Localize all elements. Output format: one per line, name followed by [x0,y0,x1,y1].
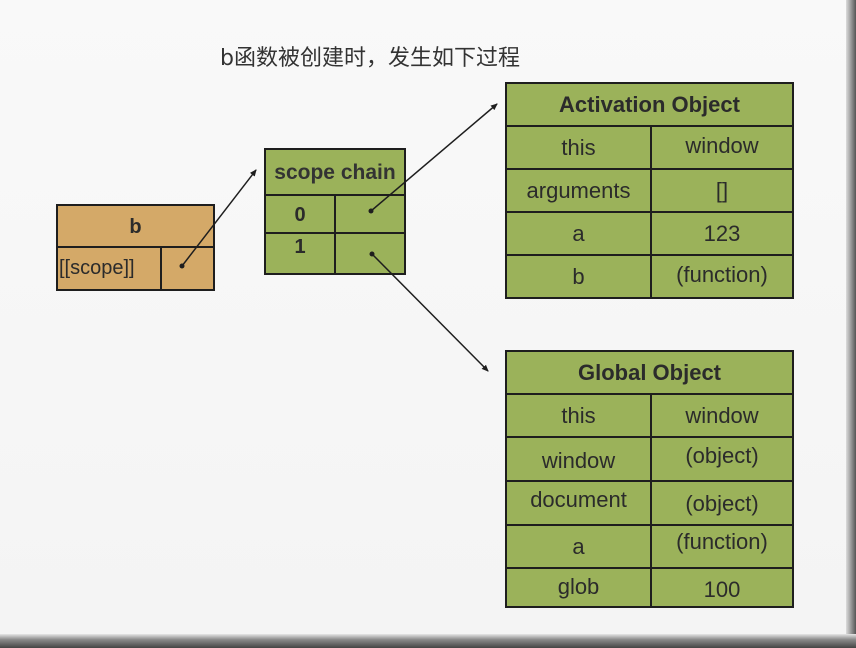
ao-key-b: b [572,263,585,289]
page-edge-bottom [0,634,856,648]
ao-key-arguments: arguments [526,177,631,203]
activation-object-table: Activation Object this window arguments … [505,82,794,299]
go-divider-0 [507,393,792,395]
page-edge-right [846,0,856,648]
b-box-divider [58,246,213,248]
go-divider-1 [507,436,792,438]
ao-divider-3 [507,254,792,256]
go-key-window: window [541,448,616,473]
scope-chain-box: scope chain 0 1 [264,148,406,275]
ao-value-b: (function) [676,261,768,287]
ao-divider-2 [507,211,792,213]
ao-divider-0 [507,125,792,127]
global-object-header: Global Object [577,360,722,385]
go-divider-3 [507,524,792,526]
go-key-document: document [530,487,627,512]
ao-column-divider [650,127,652,297]
ao-value-arguments: [] [715,177,729,203]
slide: b函数被创建时，发生如下过程 b [[scope]] scope chain 0… [0,0,847,635]
global-object-table: Global Object this window window (object… [505,350,794,608]
go-value-a: (function) [676,529,768,554]
ao-key-this: this [561,134,596,160]
scope-chain-header: scope chain [274,161,396,184]
go-divider-2 [507,480,792,482]
scope-chain-divider-1 [266,194,404,196]
ao-value-this: window [685,133,759,158]
go-value-this: window [685,402,759,428]
go-value-glob: 100 [703,576,741,602]
ao-divider-1 [507,168,792,170]
b-function-box: b [[scope]] [56,204,215,291]
go-column-divider [650,395,652,606]
scope-chain-index-1: 1 [294,236,306,258]
go-value-document: (object) [685,491,759,516]
go-key-glob: glob [557,573,600,599]
go-value-window: (object) [685,443,759,468]
b-box-header: b [129,215,142,238]
go-key-this: this [561,402,596,428]
scope-chain-column-divider [334,196,336,273]
go-key-a: a [572,534,585,559]
page-title: b函数被创建时，发生如下过程 [220,46,520,71]
go-divider-4 [507,567,792,569]
ao-value-a: 123 [703,221,741,246]
ao-key-a: a [572,221,585,246]
b-box-scope-label: [[scope]] [59,257,135,279]
activation-object-header: Activation Object [559,92,740,117]
scope-chain-index-0: 0 [294,203,306,226]
b-box-scope-divider [160,248,162,289]
